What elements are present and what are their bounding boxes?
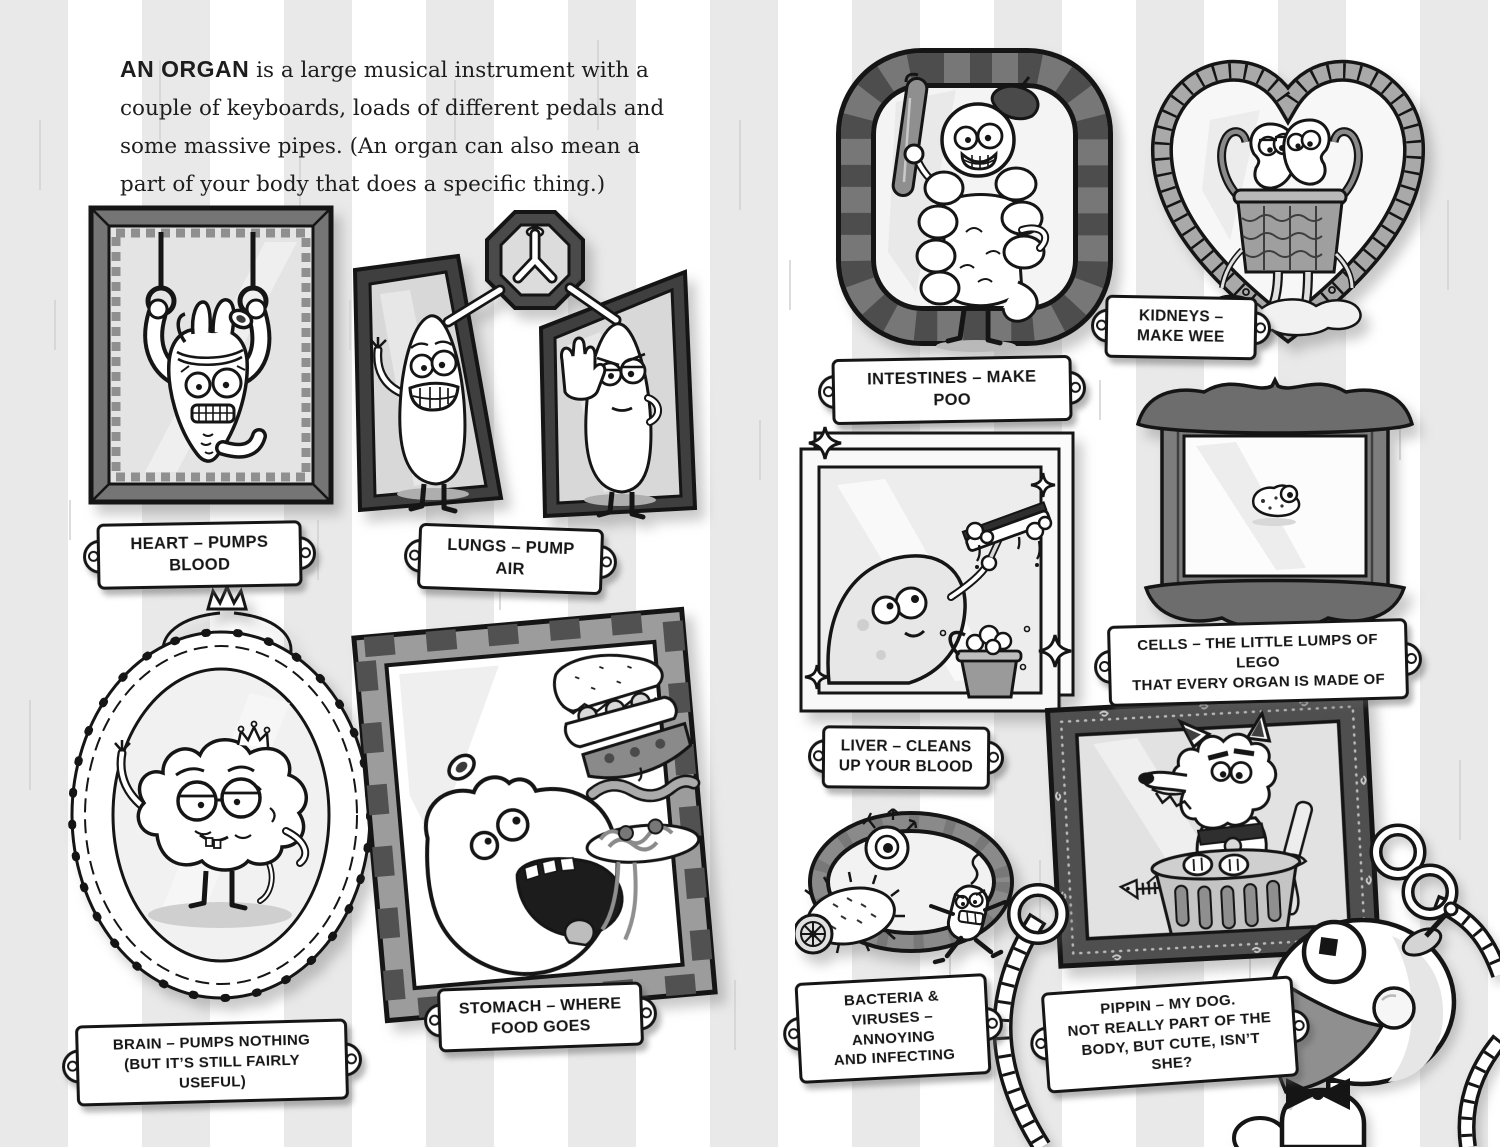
intro-paragraph: AN ORGAN is a large musical instrument w…: [120, 50, 672, 204]
stomach-illustration: [351, 606, 718, 1024]
intestines-label: INTESTINES – MAKE POO: [831, 354, 1073, 425]
kidneys-illustration: [1150, 59, 1425, 344]
intestines-frame: [826, 42, 1123, 358]
cells-label: CELLS – THE LITTLE LUMPS OF LEGO THAT EV…: [1106, 618, 1410, 708]
intro-text: is a large musical instrument with a cou…: [120, 58, 665, 197]
stomach-frame: [345, 601, 724, 1030]
lungs-plaque: LUNGS – PUMP AIR: [403, 522, 618, 595]
cells-frame: [1126, 360, 1424, 647]
pippin-label: PIPPIN – MY DOG. NOT REALLY PART OF THE …: [1040, 975, 1300, 1094]
heart-gymnast-illustration: [88, 205, 334, 505]
liver-label: LIVER – CLEANS UP YOUR BLOOD: [821, 725, 991, 790]
stomach-plaque: STOMACH – WHERE FOOD GOES: [423, 981, 658, 1053]
kidneys-plaque: KIDNEYS – MAKE WEE: [1090, 294, 1272, 361]
intro-lead: AN ORGAN: [120, 56, 250, 82]
robot-illustration: [992, 823, 1500, 1147]
lungs-label: LUNGS – PUMP AIR: [416, 522, 605, 595]
cells-illustration: [1135, 376, 1415, 640]
heart-plaque: HEART – PUMPS BLOOD: [82, 520, 317, 590]
bacteria-viruses-illustration: [795, 808, 1014, 965]
pippin-frame: [1039, 685, 1387, 974]
lungs-frames: [348, 198, 713, 534]
pippin-dog-illustration: [1044, 691, 1382, 969]
kidneys-label: KIDNEYS – MAKE WEE: [1104, 294, 1258, 361]
brain-plaque: BRAIN – PUMPS NOTHING (BUT IT’S STILL FA…: [61, 1018, 363, 1107]
liver-frame: [793, 425, 1085, 723]
kidneys-frame: [1150, 40, 1425, 358]
intestines-plaque: INTESTINES – MAKE POO: [817, 354, 1087, 425]
brain-frame: [60, 583, 382, 1015]
bacteria-plaque: BACTERIA & VIRUSES – ANNOYING AND INFECT…: [782, 973, 1004, 1085]
brain-illustration: [68, 583, 374, 1002]
lungs-illustration: [352, 210, 698, 520]
liver-illustration: [799, 426, 1075, 713]
heart-frame: [85, 202, 337, 510]
brain-label: BRAIN – PUMPS NOTHING (BUT IT’S STILL FA…: [74, 1018, 350, 1107]
liver-plaque: LIVER – CLEANS UP YOUR BLOOD: [807, 725, 1005, 790]
heart-label: HEART – PUMPS BLOOD: [96, 520, 303, 590]
robot: [930, 690, 1500, 1147]
pippin-plaque: PIPPIN – MY DOG. NOT REALLY PART OF THE …: [1029, 975, 1311, 1094]
intestines-illustration: [836, 48, 1113, 352]
cells-plaque: CELLS – THE LITTLE LUMPS OF LEGO THAT EV…: [1093, 618, 1423, 708]
bacteria-frame: [795, 800, 1023, 968]
stomach-label: STOMACH – WHERE FOOD GOES: [436, 981, 645, 1053]
bacteria-label: BACTERIA & VIRUSES – ANNOYING AND INFECT…: [794, 973, 992, 1085]
